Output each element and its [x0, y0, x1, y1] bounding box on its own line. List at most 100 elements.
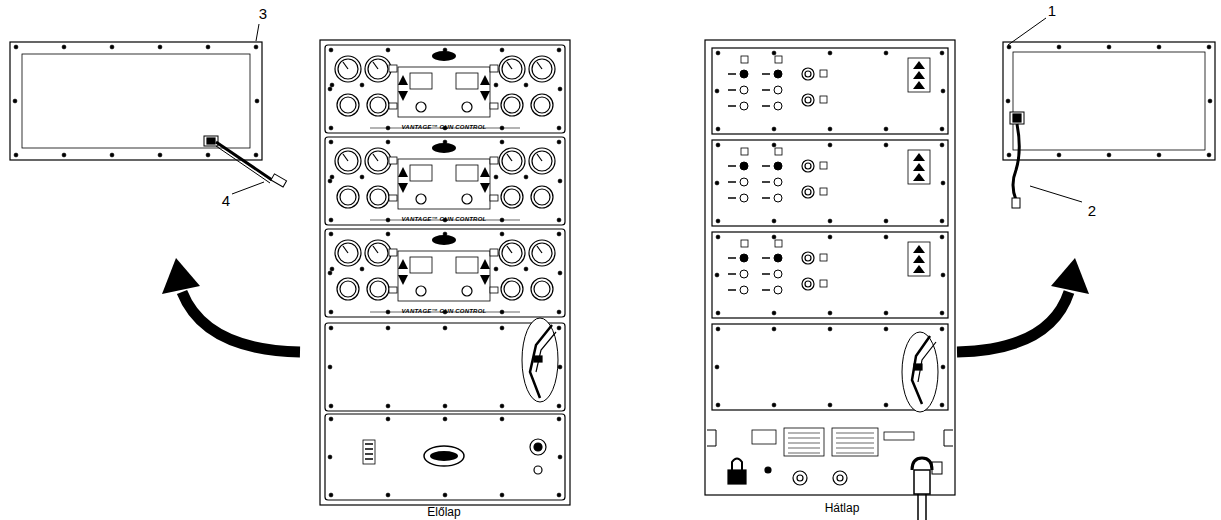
drawing-part	[941, 181, 945, 185]
drawing-part	[1008, 18, 1046, 45]
drawing-part	[340, 281, 356, 297]
drawing-part	[373, 62, 378, 69]
drawing-part	[1013, 52, 1205, 150]
drawing-part	[884, 327, 888, 331]
drawing-part	[728, 273, 736, 275]
drawing-part	[1207, 45, 1211, 49]
drawing-part	[389, 195, 397, 201]
drawing-part	[532, 151, 552, 171]
drawing-part	[941, 89, 945, 93]
curved-arrow	[957, 292, 1069, 352]
drawing-part	[536, 332, 556, 372]
drawing-part	[912, 458, 932, 470]
drawing-part	[1208, 99, 1212, 103]
drawing-part	[820, 162, 827, 169]
drawing-part	[499, 56, 525, 82]
drawing-part	[558, 365, 562, 369]
drawing-part	[828, 235, 832, 239]
drawing-part	[941, 365, 945, 369]
drawing-part	[908, 242, 930, 276]
drawing-part	[940, 311, 944, 315]
drawing-part	[788, 448, 820, 449]
drawing-part	[557, 126, 561, 130]
drawing-part	[715, 273, 719, 277]
drawing-part	[774, 254, 782, 262]
drawing-part	[884, 432, 914, 440]
drawing-part	[908, 150, 930, 184]
drawing-part	[534, 281, 550, 297]
drawing-part	[805, 255, 811, 261]
drawing-part	[386, 493, 390, 497]
drawing-part	[368, 151, 388, 171]
drawing-part	[365, 448, 373, 450]
drawing-part	[480, 75, 490, 85]
drawing-part	[328, 87, 332, 91]
drawing-part	[398, 75, 408, 85]
drawing-part	[836, 448, 874, 449]
drawing-part	[774, 70, 782, 78]
drawing-part	[740, 254, 748, 262]
drawing-part	[558, 87, 562, 91]
drawing-part	[728, 197, 736, 199]
drawing-part	[772, 311, 776, 315]
drawing-part	[531, 278, 553, 300]
drawing-part	[772, 51, 776, 55]
drawing-part	[884, 403, 888, 407]
drawing-part	[254, 45, 258, 49]
drawing-part	[398, 167, 408, 177]
drawing-part	[337, 278, 359, 300]
drawing-part	[762, 89, 770, 91]
front-cabinet	[320, 40, 570, 505]
brand-text: VANTAGE™ GUN CONTROL	[402, 124, 487, 130]
callout-number: 4	[222, 193, 230, 208]
drawing-part	[500, 404, 504, 408]
drawing-part	[329, 417, 333, 421]
drawing-part	[836, 443, 874, 444]
drawing-part	[507, 246, 512, 253]
drawing-part	[499, 240, 525, 266]
drawing-part	[805, 97, 811, 103]
drawing-part	[828, 311, 832, 315]
drawing-part	[774, 286, 782, 294]
drawing-part	[802, 252, 814, 264]
drawing-part	[775, 56, 782, 63]
drawing-part	[913, 245, 925, 253]
drawing-part	[367, 94, 389, 116]
drawing-part	[410, 257, 432, 273]
drawing-part	[501, 278, 523, 300]
drawing-part	[820, 96, 827, 103]
drawing-part	[716, 403, 720, 407]
drawing-part	[836, 433, 874, 434]
drawing-part	[502, 243, 522, 263]
drawing-part	[788, 453, 820, 454]
drawing-part	[386, 232, 390, 236]
drawing-part	[772, 127, 776, 131]
drawing-part	[716, 143, 720, 147]
drawing-part	[941, 273, 945, 277]
drawing-part	[328, 271, 332, 275]
drawing-part	[740, 286, 748, 294]
drawing-part	[1007, 45, 1011, 49]
drawing-part	[532, 59, 552, 79]
drawing-part	[386, 48, 390, 52]
drawing-part	[524, 175, 528, 179]
drawing-part	[1157, 45, 1161, 49]
drawing-part	[762, 257, 770, 259]
drawing-part	[908, 58, 930, 92]
drawing-part	[335, 148, 361, 174]
drawing-part	[365, 453, 373, 455]
callout-number: 1	[1048, 3, 1056, 18]
drawing-part	[774, 102, 782, 110]
drawing-part	[762, 165, 770, 167]
brand-logo	[432, 235, 456, 245]
drawing-part	[529, 240, 555, 266]
drawing-part	[500, 493, 504, 497]
drawing-part	[360, 83, 364, 87]
drawing-part	[158, 153, 162, 157]
drawing-part	[740, 86, 748, 94]
drawing-part	[788, 433, 820, 434]
drawing-part	[828, 143, 832, 147]
drawing-part	[918, 494, 926, 520]
drawing-part	[797, 475, 803, 481]
drawing-part	[802, 94, 814, 106]
